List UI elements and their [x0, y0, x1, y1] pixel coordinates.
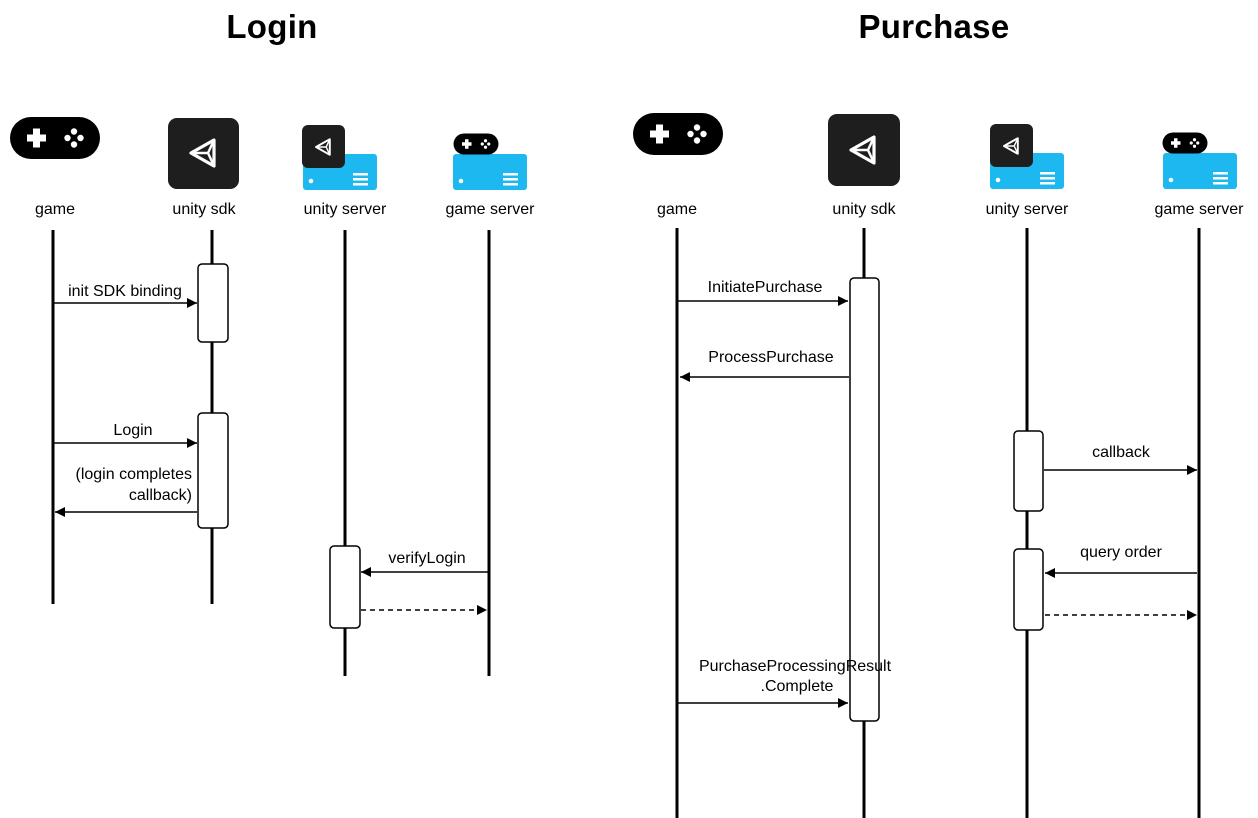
login-lane-game-server-label: game server: [445, 201, 535, 218]
purchase-lane-game-server-label: game server: [1154, 201, 1244, 218]
purchase-lane-unity-server-label: unity server: [985, 201, 1069, 218]
login-activation-unity-server: [329, 545, 361, 629]
msg-purchase-result-line1: PurchaseProcessingResult: [699, 658, 892, 675]
msg-process-purchase: ProcessPurchase: [708, 349, 833, 366]
msg-login-completes-line2: callback): [129, 487, 192, 504]
purchase-activation-sdk: [849, 277, 880, 722]
msg-login: Login: [113, 422, 152, 439]
msg-purchase-result-line2: .Complete: [761, 678, 834, 695]
purchase-lane-unity-sdk-label: unity sdk: [832, 201, 896, 218]
msg-initiate-purchase: InitiatePurchase: [708, 279, 823, 296]
unity-logo-icon: [168, 118, 239, 189]
purchase-lane-game-label: game: [656, 201, 698, 218]
game-server-icon: [1162, 132, 1237, 189]
msg-login-completes-line1: (login completes: [76, 466, 193, 483]
msg-init-sdk: init SDK binding: [68, 283, 182, 300]
msg-verify-login: verifyLogin: [388, 550, 465, 567]
unity-server-icon: [302, 125, 377, 190]
purchase-title: Purchase: [858, 8, 1010, 45]
unity-logo-icon: [828, 114, 900, 186]
purchase-activation-unity-server-callback: [1013, 430, 1044, 512]
purchase-activation-unity-server-query: [1013, 548, 1044, 631]
login-activation-sdk-login: [197, 412, 229, 529]
gamepad-icon: [633, 113, 723, 155]
msg-query-order: query order: [1080, 544, 1162, 561]
login-lane-game-label: game: [34, 201, 76, 218]
gamepad-icon: [10, 117, 100, 159]
login-lane-unity-sdk-label: unity sdk: [172, 201, 236, 218]
login-activation-sdk-init: [197, 263, 229, 343]
login-title: Login: [226, 8, 318, 45]
login-lane-unity-server-label: unity server: [303, 201, 387, 218]
game-server-icon: [453, 133, 527, 190]
msg-callback: callback: [1092, 444, 1151, 461]
unity-server-icon: [990, 124, 1064, 189]
